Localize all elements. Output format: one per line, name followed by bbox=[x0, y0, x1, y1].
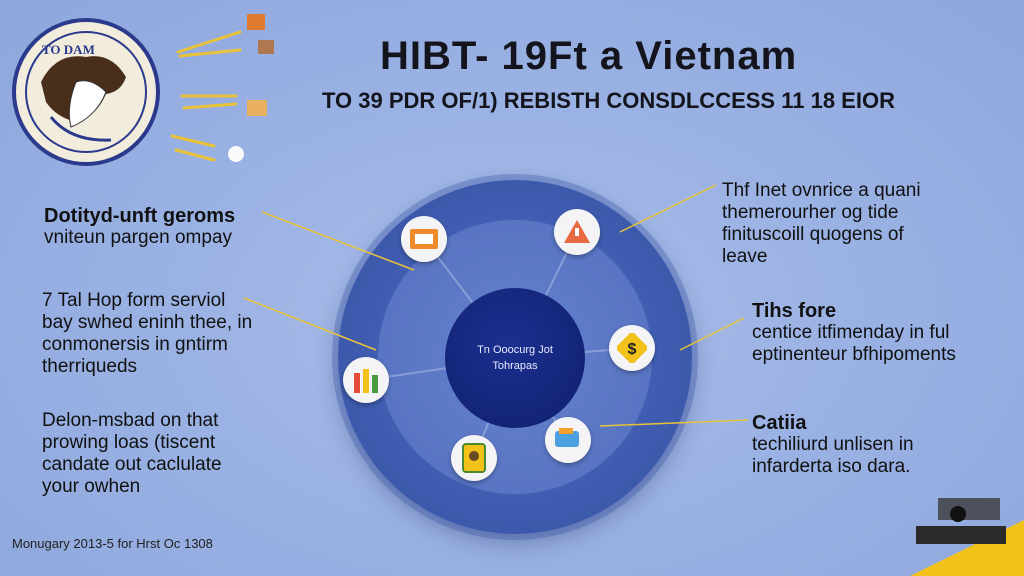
right-block-1-line-4: leave bbox=[722, 246, 768, 267]
seal-logo: TO DAM bbox=[12, 18, 160, 166]
node-ticket-icon[interactable] bbox=[451, 435, 497, 481]
mini-icon-brown bbox=[258, 40, 274, 54]
folder-icon bbox=[247, 100, 267, 116]
bar-chart-icon bbox=[354, 369, 378, 393]
pointer-arrows bbox=[170, 14, 274, 162]
right-block-3-line-2: infarderta iso dara. bbox=[752, 456, 911, 477]
ticket-icon bbox=[462, 443, 486, 473]
dollar-icon: $ bbox=[617, 333, 647, 363]
card-icon bbox=[410, 229, 438, 249]
warning-icon bbox=[564, 220, 590, 243]
hub-circle: Tn Ooocurg Jot Tohrapas bbox=[445, 288, 585, 428]
corner-logo bbox=[910, 498, 1024, 576]
left-block-1-line-2: vniteun pargen ompay bbox=[44, 227, 233, 248]
hub-line-1: Tn Ooocurg Jot bbox=[477, 344, 553, 356]
node-warning-icon[interactable] bbox=[554, 209, 600, 255]
node-chart-icon[interactable] bbox=[343, 357, 389, 403]
left-block-1: Dotityd-unft geroms vniteun pargen ompay bbox=[44, 205, 235, 249]
left-block-2-line-4: therriqueds bbox=[42, 356, 138, 377]
right-block-1-line-2: themerourher og tide bbox=[722, 202, 899, 223]
left-block-3: Delon-msbad on that prowing loas (tiscen… bbox=[42, 410, 222, 498]
left-block-3-line-4: your owhen bbox=[42, 476, 141, 497]
left-block-2-line-1: 7 Tal Hop form serviol bbox=[42, 290, 226, 311]
right-block-2-heading: Tihs fore bbox=[752, 300, 837, 322]
page-subtitle: TO 39 PDR OF/1) REBISTH CONSDLCCESS 11 1… bbox=[322, 88, 895, 113]
node-dollar-icon[interactable]: $ bbox=[609, 325, 655, 371]
right-block-3-line-1: techiliurd unlisen in bbox=[752, 434, 914, 455]
right-block-2-line-2: eptinenteur bfhipoments bbox=[752, 344, 956, 365]
svg-text:$: $ bbox=[628, 341, 637, 358]
left-block-2: 7 Tal Hop form serviol bay swhed eninh t… bbox=[42, 290, 252, 378]
hub-line-2: Tohrapas bbox=[492, 360, 538, 372]
left-block-2-line-3: conmonersis in gntirm bbox=[42, 334, 228, 355]
seal-text: TO DAM bbox=[42, 42, 95, 57]
left-block-1-line-1: Dotityd-unft geroms bbox=[44, 205, 236, 227]
left-block-3-line-2: prowing loas (tiscent bbox=[42, 432, 216, 453]
right-block-3: Catiia techiliurd unlisen in infarderta … bbox=[752, 412, 914, 478]
left-block-3-line-3: candate out caclulate bbox=[42, 454, 222, 475]
right-block-1-line-3: finituscoill quogens of bbox=[722, 224, 904, 245]
left-block-3-line-1: Delon-msbad on that bbox=[42, 410, 219, 431]
mini-icon-orange bbox=[247, 14, 265, 30]
right-block-2: Tihs fore centice itfimenday in ful epti… bbox=[752, 300, 956, 366]
right-block-3-heading: Catiia bbox=[752, 412, 807, 434]
right-block-2-line-1: centice itfimenday in ful bbox=[752, 322, 950, 343]
node-card-icon[interactable] bbox=[401, 216, 447, 262]
page-title: HIBT- 19Ft a Vietnam bbox=[380, 34, 798, 78]
message-icon bbox=[555, 428, 579, 447]
footer-text: Monugary 2013-5 for Hrst Oc 1308 bbox=[12, 536, 213, 551]
right-block-1: Thf Inet ovnrice a quani themerourher og… bbox=[722, 180, 921, 268]
right-block-1-line-1: Thf Inet ovnrice a quani bbox=[722, 180, 921, 201]
left-block-2-line-2: bay swhed eninh thee, in bbox=[42, 312, 253, 333]
node-message-icon[interactable] bbox=[545, 417, 591, 463]
